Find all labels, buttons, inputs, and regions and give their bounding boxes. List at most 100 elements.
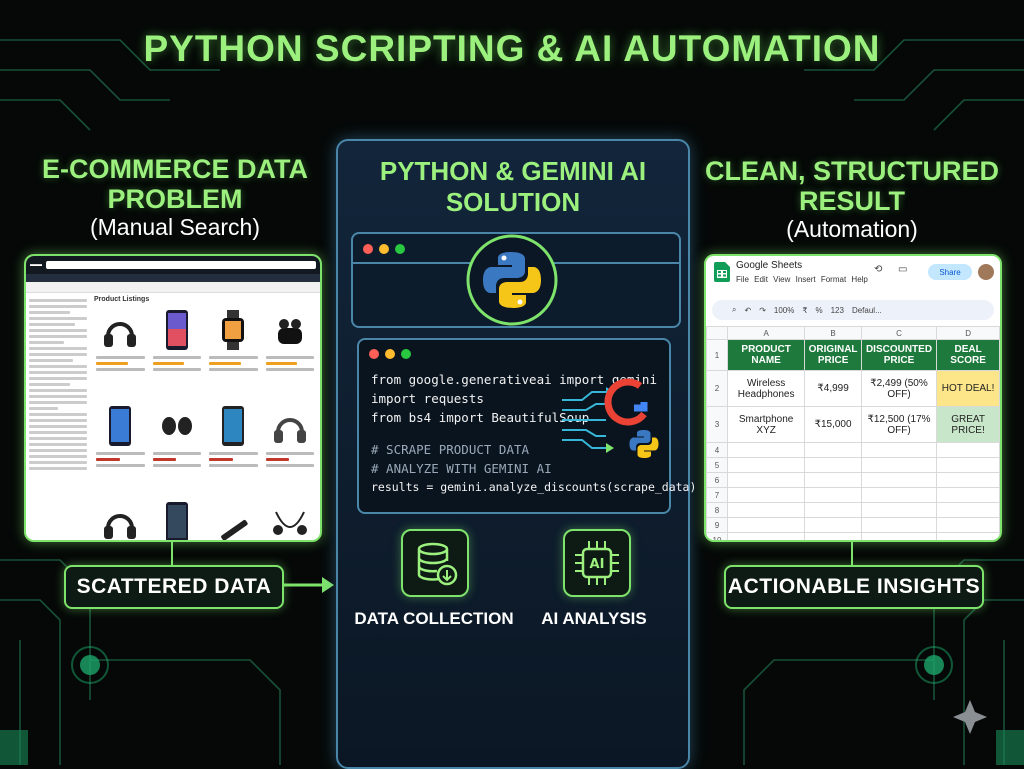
row-number[interactable]: 7 — [706, 487, 728, 503]
code-editor: from google.generativeai import gemini i… — [357, 338, 696, 514]
editor-window-controls — [369, 349, 411, 359]
database-icon — [417, 542, 458, 586]
ai-chip-icon-box: AI — [563, 529, 631, 597]
cell[interactable]: ₹12,500 (17% OFF) — [860, 406, 938, 443]
row-number[interactable]: 3 — [706, 406, 728, 443]
smartphone-icon — [109, 406, 132, 446]
product-grid — [90, 303, 320, 540]
column-header[interactable]: D — [936, 326, 1000, 340]
search-icon[interactable]: ⌕ — [732, 305, 737, 314]
ai-chip-icon: AI — [575, 541, 619, 585]
code-comment: # ANALYZE WITH GEMINI AI — [371, 461, 552, 476]
sparkle-icon — [953, 700, 987, 734]
earbuds-icon — [161, 417, 192, 435]
percent-icon[interactable]: % — [815, 305, 823, 315]
cell[interactable]: Wireless Headphones — [726, 370, 806, 407]
row-number[interactable]: 2 — [706, 370, 728, 407]
share-button[interactable]: Share — [928, 264, 972, 280]
sheets-title: Google Sheets — [736, 260, 803, 271]
currency-icon[interactable]: ₹ — [802, 305, 808, 315]
cell[interactable]: ₹4,999 — [804, 370, 862, 407]
zoom-select[interactable]: 100% — [773, 305, 795, 315]
cell[interactable]: ₹2,499 (50% OFF) — [860, 370, 938, 407]
share-label: Share — [939, 267, 961, 277]
menu-file[interactable]: File — [736, 275, 749, 284]
column-header[interactable]: C — [860, 326, 938, 340]
menu-view[interactable]: View — [773, 275, 791, 284]
left-subheading: (Manual Search) — [89, 214, 261, 240]
deal-score-cell[interactable]: HOT DEAL! — [936, 370, 1000, 407]
header-cell[interactable]: PRODUCT NAME — [726, 339, 806, 371]
sheets-toolbar: ⌕ ↶ ↷ 100% ₹ % 123 Defaul... — [712, 300, 994, 320]
ai-chip-text: AI — [590, 557, 605, 572]
headphones-icon — [273, 418, 306, 443]
number-format[interactable]: 123 — [830, 305, 844, 315]
code-line: import requests — [371, 391, 484, 406]
redo-icon[interactable]: ↷ — [759, 305, 766, 315]
actionable-insights-label: ACTIONABLE INSIGHTS — [724, 565, 984, 609]
row-number[interactable]: 4 — [706, 442, 728, 458]
header-cell[interactable]: DISCOUNTED PRICE — [860, 339, 938, 371]
earphones-icon — [272, 511, 307, 535]
headphones-icon — [104, 322, 137, 347]
row-number[interactable]: 1 — [706, 339, 728, 371]
smartphone-icon — [165, 310, 188, 350]
undo-icon[interactable]: ↶ — [744, 305, 752, 315]
deal-score-cell[interactable]: GREAT PRICE! — [936, 406, 1000, 443]
row-number[interactable]: 9 — [706, 517, 728, 533]
avatar[interactable] — [978, 264, 994, 280]
menu-help[interactable]: Help — [851, 275, 868, 284]
menu-insert[interactable]: Insert — [795, 275, 816, 284]
sheets-menu-bar: File Edit View Insert Format Help — [736, 275, 868, 284]
menu-format[interactable]: Format — [820, 275, 847, 284]
code-line: from bs4 import BeautifulSoup — [371, 410, 590, 425]
font-select[interactable]: Defaul... — [851, 305, 882, 315]
center-heading: PYTHON & GEMINI AI SOLUTION — [379, 156, 647, 217]
row-number[interactable]: 5 — [706, 457, 728, 473]
right-heading: CLEAN, STRUCTURED RESULT — [705, 156, 999, 216]
row-number[interactable]: 8 — [706, 502, 728, 518]
smartphone-icon — [222, 406, 245, 446]
sheets-screenshot: Google Sheets File Edit View Insert Form… — [704, 254, 1002, 542]
sheets-logo-icon — [714, 262, 730, 282]
column-header[interactable]: B — [804, 326, 862, 340]
product-listings-label: Product Listings — [94, 296, 150, 303]
earbuds-icon — [277, 319, 302, 344]
filter-sidebar — [26, 293, 90, 540]
scattered-data-label: SCATTERED DATA — [64, 565, 284, 609]
store-logo: ▬▬ — [30, 262, 42, 268]
small-python-logo-icon — [629, 430, 659, 458]
left-heading: E-COMMERCE DATA PROBLEM — [42, 154, 308, 214]
store-search-bar — [46, 261, 316, 269]
code-line: results = gemini.analyze_discounts(scrap… — [371, 480, 697, 494]
headphones-icon — [104, 514, 137, 539]
column-header[interactable]: A — [726, 326, 806, 340]
window-controls — [363, 244, 405, 254]
smartwatch-icon — [222, 310, 245, 350]
trimmer-icon — [221, 519, 248, 540]
row-number[interactable]: 10 — [706, 532, 728, 540]
history-icon[interactable]: ⟲ — [874, 264, 883, 275]
video-call-icon[interactable]: ▭ — [898, 264, 908, 275]
page-title: PYTHON SCRIPTING & AI AUTOMATION — [143, 28, 881, 69]
header-cell[interactable]: ORIGINAL PRICE — [804, 339, 862, 371]
python-logo-icon — [466, 234, 558, 326]
database-icon-box — [401, 529, 469, 597]
amazon-screenshot: ▬▬ Product Listings — [24, 254, 322, 542]
menu-edit[interactable]: Edit — [754, 275, 768, 284]
data-collection-label: DATA COLLECTION — [354, 609, 514, 628]
right-subheading: (Automation) — [786, 216, 918, 242]
row-number[interactable]: 6 — [706, 472, 728, 488]
cell[interactable]: Smartphone XYZ — [726, 406, 806, 443]
cell[interactable]: ₹15,000 — [804, 406, 862, 443]
header-cell[interactable]: DEAL SCORE — [936, 339, 1000, 371]
ai-analysis-label: AI ANALYSIS — [541, 609, 647, 628]
google-logo-icon — [604, 378, 648, 426]
smartphone-icon — [165, 502, 188, 540]
code-line: from google.generativeai import gemini — [371, 372, 657, 387]
data-flow-graphic — [562, 378, 659, 458]
